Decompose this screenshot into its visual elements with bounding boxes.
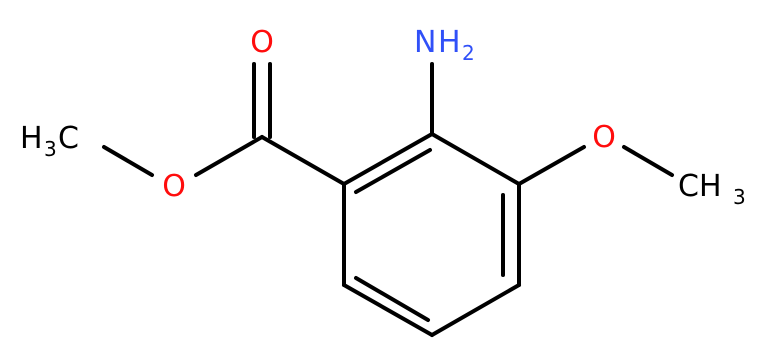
amine-hydrogen-label: H [438, 25, 461, 60]
right-methyl-count: 3 [733, 185, 746, 209]
amine-nitrogen-label: N [414, 25, 436, 60]
bonds [102, 62, 674, 337]
bond-c1-carbonyl [260, 135, 346, 186]
amine-group-label: N H 2 [414, 25, 475, 65]
bond-ester-o-methyl [102, 145, 154, 177]
left-methyl-count: 3 [44, 137, 57, 161]
left-methyl-hydrogen: H [20, 121, 43, 156]
bond-methoxy-o-methyl [622, 145, 674, 177]
ring-bond-c4-c5 [430, 283, 521, 337]
ring-inner-bond-c1-c2 [354, 148, 432, 194]
ring-bond-c5-c6 [342, 283, 434, 337]
ester-oxygen-label: O [162, 169, 186, 204]
right-methyl-ch: CH [678, 169, 722, 204]
bond-carbonyl-ester-o [194, 135, 264, 177]
ring-inner-bond-c5-c6 [354, 276, 430, 322]
right-methyl-label: CH 3 [678, 169, 746, 209]
left-methyl-carbon: C [58, 121, 79, 156]
carbonyl-oxygen-label: O [250, 25, 274, 60]
bond-c3-methoxy-o [517, 145, 586, 186]
left-methyl-label: H 3 C [20, 121, 79, 161]
methoxy-oxygen-label: O [592, 120, 616, 155]
ring-bond-c1-c2 [342, 132, 434, 186]
ring-bond-c2-c3 [430, 132, 521, 186]
amine-hydrogen-count: 2 [462, 41, 475, 65]
